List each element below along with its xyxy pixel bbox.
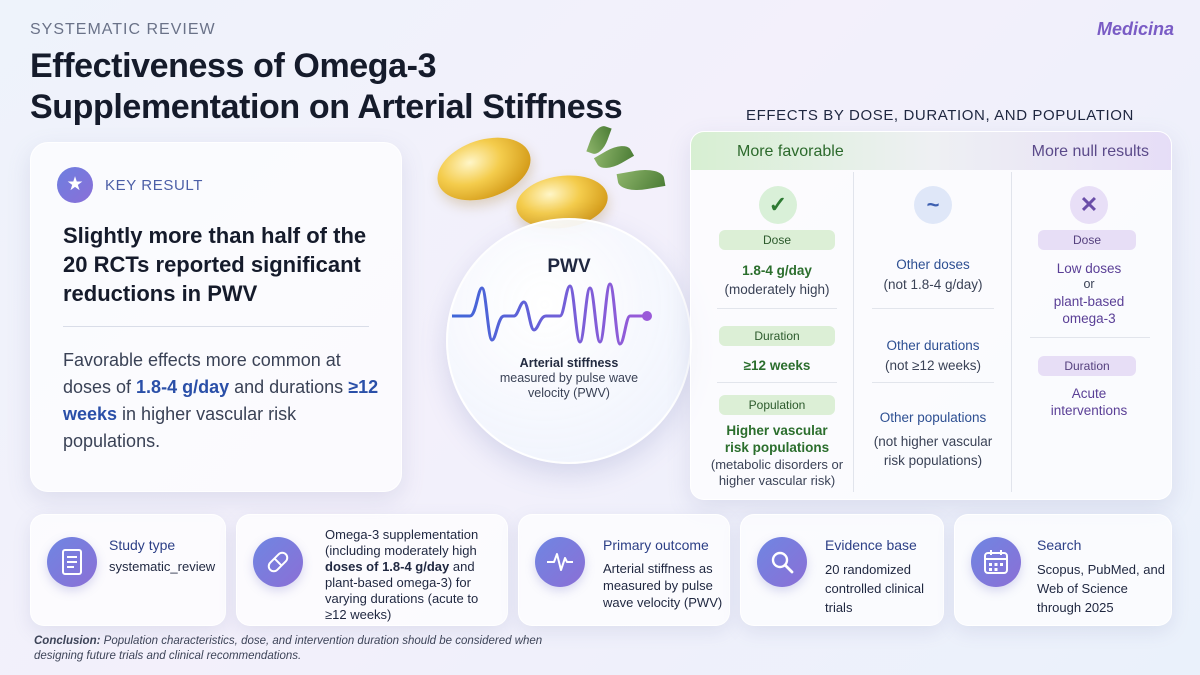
key-result-label: KEY RESULT — [105, 177, 203, 194]
star-icon: ★ — [57, 167, 93, 203]
neutral-duration-note: (not ≥12 weeks) — [885, 358, 981, 373]
pwv-caption-text: measured by pulse wave velocity (PWV) — [499, 371, 639, 400]
null-dose-or: or — [1083, 277, 1095, 291]
calendar-icon — [971, 537, 1021, 587]
primary-outcome-title: Primary outcome — [603, 537, 709, 553]
favorable-population-value: Higher vascular risk populations — [724, 423, 830, 455]
favorable-population-note: (metabolic disorders or higher vascular … — [710, 457, 844, 488]
primary-outcome-value: Arterial stiffness as measured by pulse … — [603, 561, 723, 610]
row-divider — [872, 308, 994, 309]
magnifier-icon — [757, 537, 807, 587]
study-type-card: Study type systematic_review — [30, 514, 226, 626]
search-card: Search Scopus, PubMed, and Web of Scienc… — [954, 514, 1172, 626]
favorable-duration-value: ≥12 weeks — [743, 358, 811, 373]
neutral-population-note: (not higher vascular risk populations) — [873, 434, 993, 468]
primary-outcome-card: Primary outcome Arterial stiffness as me… — [518, 514, 730, 626]
key-result-body: Favorable effects more common at doses o… — [63, 350, 379, 451]
intervention-card: Omega-3 supplementation (including moder… — [236, 514, 508, 626]
study-type-title: Study type — [109, 537, 176, 553]
check-icon: ✓ — [759, 186, 797, 224]
tilde-icon: ~ — [914, 186, 952, 224]
pwv-caption-heading: Arterial stiffness — [519, 356, 619, 370]
study-type-value: systematic_review — [109, 559, 216, 574]
dose-tag: Dose — [719, 230, 835, 250]
effects-heading: EFFECTS BY DOSE, DURATION, AND POPULATIO… — [746, 107, 1134, 124]
row-divider — [717, 382, 837, 383]
favorable-dose-note: (moderately high) — [724, 282, 830, 297]
neutral-dose-value: Other doses — [896, 257, 970, 272]
evidence-base-card: Evidence base 20 randomized controlled c… — [740, 514, 944, 626]
page-title: Effectiveness of Omega-3 Supplementation… — [30, 47, 623, 126]
effects-table: More favorable More null results ✓ Dose … — [690, 131, 1172, 500]
column-divider — [853, 172, 854, 492]
null-column: ✕ Dose Low doses or plant-based omega-3 … — [1012, 170, 1171, 499]
evidence-base-value: 20 randomized controlled clinical trials — [825, 562, 924, 615]
neutral-column: ~ Other doses (not 1.8-4 g/day) Other du… — [854, 170, 1014, 499]
x-icon: ✕ — [1070, 186, 1108, 224]
intervention-text: Omega-3 supplementation (including moder… — [325, 527, 479, 622]
conclusion-label: Conclusion: — [34, 635, 101, 647]
more-favorable-label: More favorable — [737, 143, 844, 160]
eyebrow-label: SYSTEMATIC REVIEW — [30, 21, 216, 38]
pulse-icon — [535, 537, 585, 587]
population-tag: Population — [719, 395, 835, 415]
column-divider — [1011, 172, 1012, 492]
duration-tag: Duration — [719, 326, 835, 346]
neutral-population-value: Other populations — [879, 410, 987, 425]
key-result-card: ★ KEY RESULT Slightly more than half of … — [30, 142, 402, 492]
favorable-dose-value: 1.8-4 g/day — [742, 263, 812, 278]
null-dose-value-2: plant-based omega-3 — [1053, 294, 1125, 326]
document-icon — [47, 537, 97, 587]
null-dose-value: Low doses — [1056, 261, 1122, 276]
pwv-illustration — [446, 218, 692, 464]
row-divider — [1030, 337, 1150, 338]
search-value: Scopus, PubMed, and Web of Science throu… — [1037, 562, 1165, 615]
duration-tag: Duration — [1038, 356, 1136, 376]
leaf-illustration — [616, 166, 666, 194]
conclusion-text: Conclusion: Population characteristics, … — [34, 635, 543, 662]
search-title: Search — [1037, 537, 1082, 553]
evidence-base-title: Evidence base — [825, 537, 917, 553]
pulse-wave-graphic — [452, 282, 652, 346]
key-result-headline: Slightly more than half of the 20 RCTs r… — [63, 223, 367, 306]
row-divider — [872, 382, 994, 383]
highlight-duration: ≥12 weeks — [63, 377, 379, 424]
favorable-column: ✓ Dose 1.8-4 g/day (moderately high) Dur… — [697, 170, 857, 499]
divider — [63, 326, 369, 327]
intervention-dose-highlight: doses of 1.8-4 g/day — [325, 559, 450, 574]
journal-name: Medicina — [1096, 19, 1174, 39]
highlight-dose: 1.8-4 g/day — [136, 377, 230, 397]
pwv-caption: Arterial stiffness measured by pulse wav… — [480, 356, 658, 401]
dose-tag: Dose — [1038, 230, 1136, 250]
pwv-title: PWV — [547, 256, 591, 277]
capsule-icon — [253, 537, 303, 587]
neutral-dose-note: (not 1.8-4 g/day) — [883, 277, 983, 292]
null-duration-value: Acute interventions — [1050, 386, 1128, 418]
row-divider — [717, 308, 837, 309]
neutral-duration-value: Other durations — [886, 338, 980, 353]
effects-gradient-header: More favorable More null results — [691, 132, 1171, 170]
more-null-label: More null results — [1031, 143, 1149, 160]
